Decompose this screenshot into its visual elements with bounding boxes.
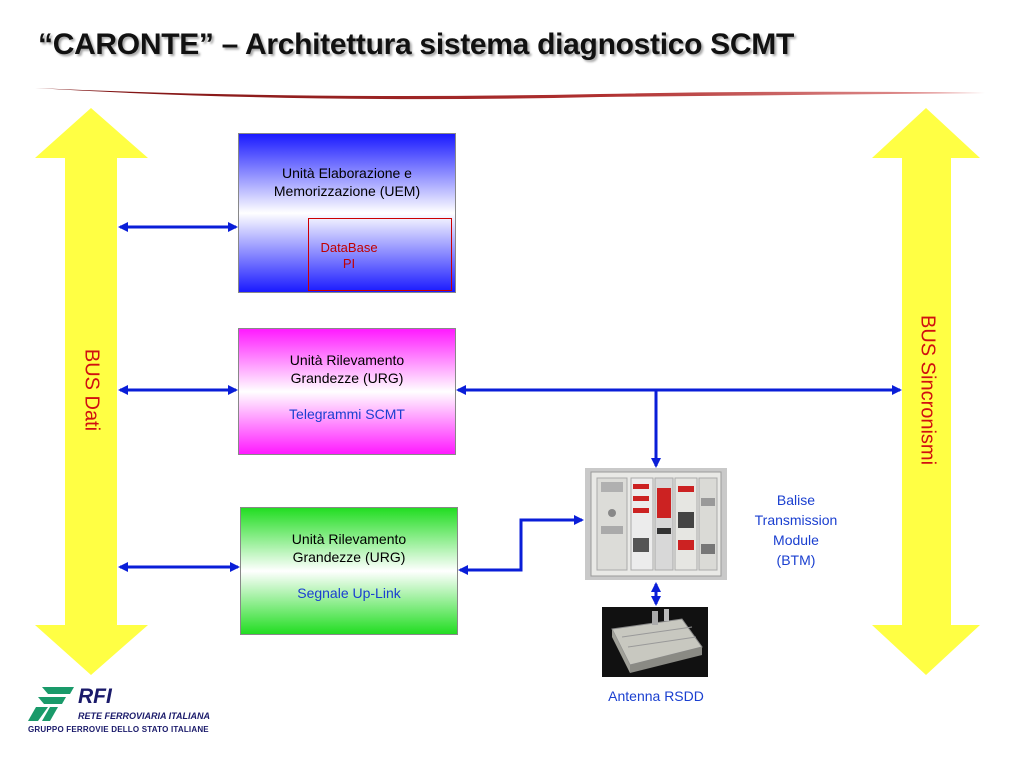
bus-sincronismi-arrow xyxy=(872,108,980,675)
btm-line4: (BTM) xyxy=(776,552,816,568)
uem-line2: Memorizzazione (UEM) xyxy=(273,183,421,199)
urg-uplink-box: Unità Rilevamento Grandezze (URG) Segnal… xyxy=(240,507,458,635)
rfi-logo-icon xyxy=(28,687,74,721)
uem-line1: Unità Elaborazione e xyxy=(282,165,412,181)
btm-line1: Balise xyxy=(776,492,816,508)
logo-group: GRUPPO FERROVIE DELLO STATO ITALIANE xyxy=(28,725,209,734)
database-frame xyxy=(308,218,452,291)
antenna-label: Antenna RSDD xyxy=(608,688,704,704)
slide-title: “CARONTE” – Architettura sistema diagnos… xyxy=(38,28,794,61)
urg-uplink-detail: Segnale Up-Link xyxy=(297,585,401,601)
bus-sincronismi-label: BUS Sincronismi xyxy=(916,314,939,466)
urg-telegrams-detail: Telegrammi SCMT xyxy=(289,406,405,422)
urg-uplink-line1: Unità Rilevamento xyxy=(291,531,407,547)
connector-urg2-btm xyxy=(458,515,584,575)
urg-telegrams-line2: Grandezze (URG) xyxy=(290,370,404,386)
bus-dati-arrow xyxy=(35,108,148,675)
btm-label: Balise Transmission Module (BTM) xyxy=(730,490,862,570)
btm-line2: Transmission xyxy=(754,512,838,528)
title-rule xyxy=(35,88,985,100)
bus-dati-label: BUS Dati xyxy=(80,348,103,432)
rfi-logo: RFI RETE FERROVIARIA ITALIANA GRUPPO FER… xyxy=(28,685,228,745)
btm-line3: Module xyxy=(773,532,819,548)
database-line2: PI xyxy=(342,256,356,271)
antenna-device-image xyxy=(602,607,708,677)
database-line1: DataBase xyxy=(320,240,378,255)
urg-telegrams-line1: Unità Rilevamento xyxy=(289,352,405,368)
urg-telegrams-box: Unità Rilevamento Grandezze (URG) Telegr… xyxy=(238,328,456,455)
urg-uplink-line2: Grandezze (URG) xyxy=(292,549,406,565)
database-label: DataBase PI xyxy=(314,240,384,272)
uem-box: Unità Elaborazione e Memorizzazione (UEM… xyxy=(238,133,456,293)
logo-brand: RFI xyxy=(78,685,112,708)
btm-device-image xyxy=(585,468,727,580)
logo-name: RETE FERROVIARIA ITALIANA xyxy=(78,711,210,721)
